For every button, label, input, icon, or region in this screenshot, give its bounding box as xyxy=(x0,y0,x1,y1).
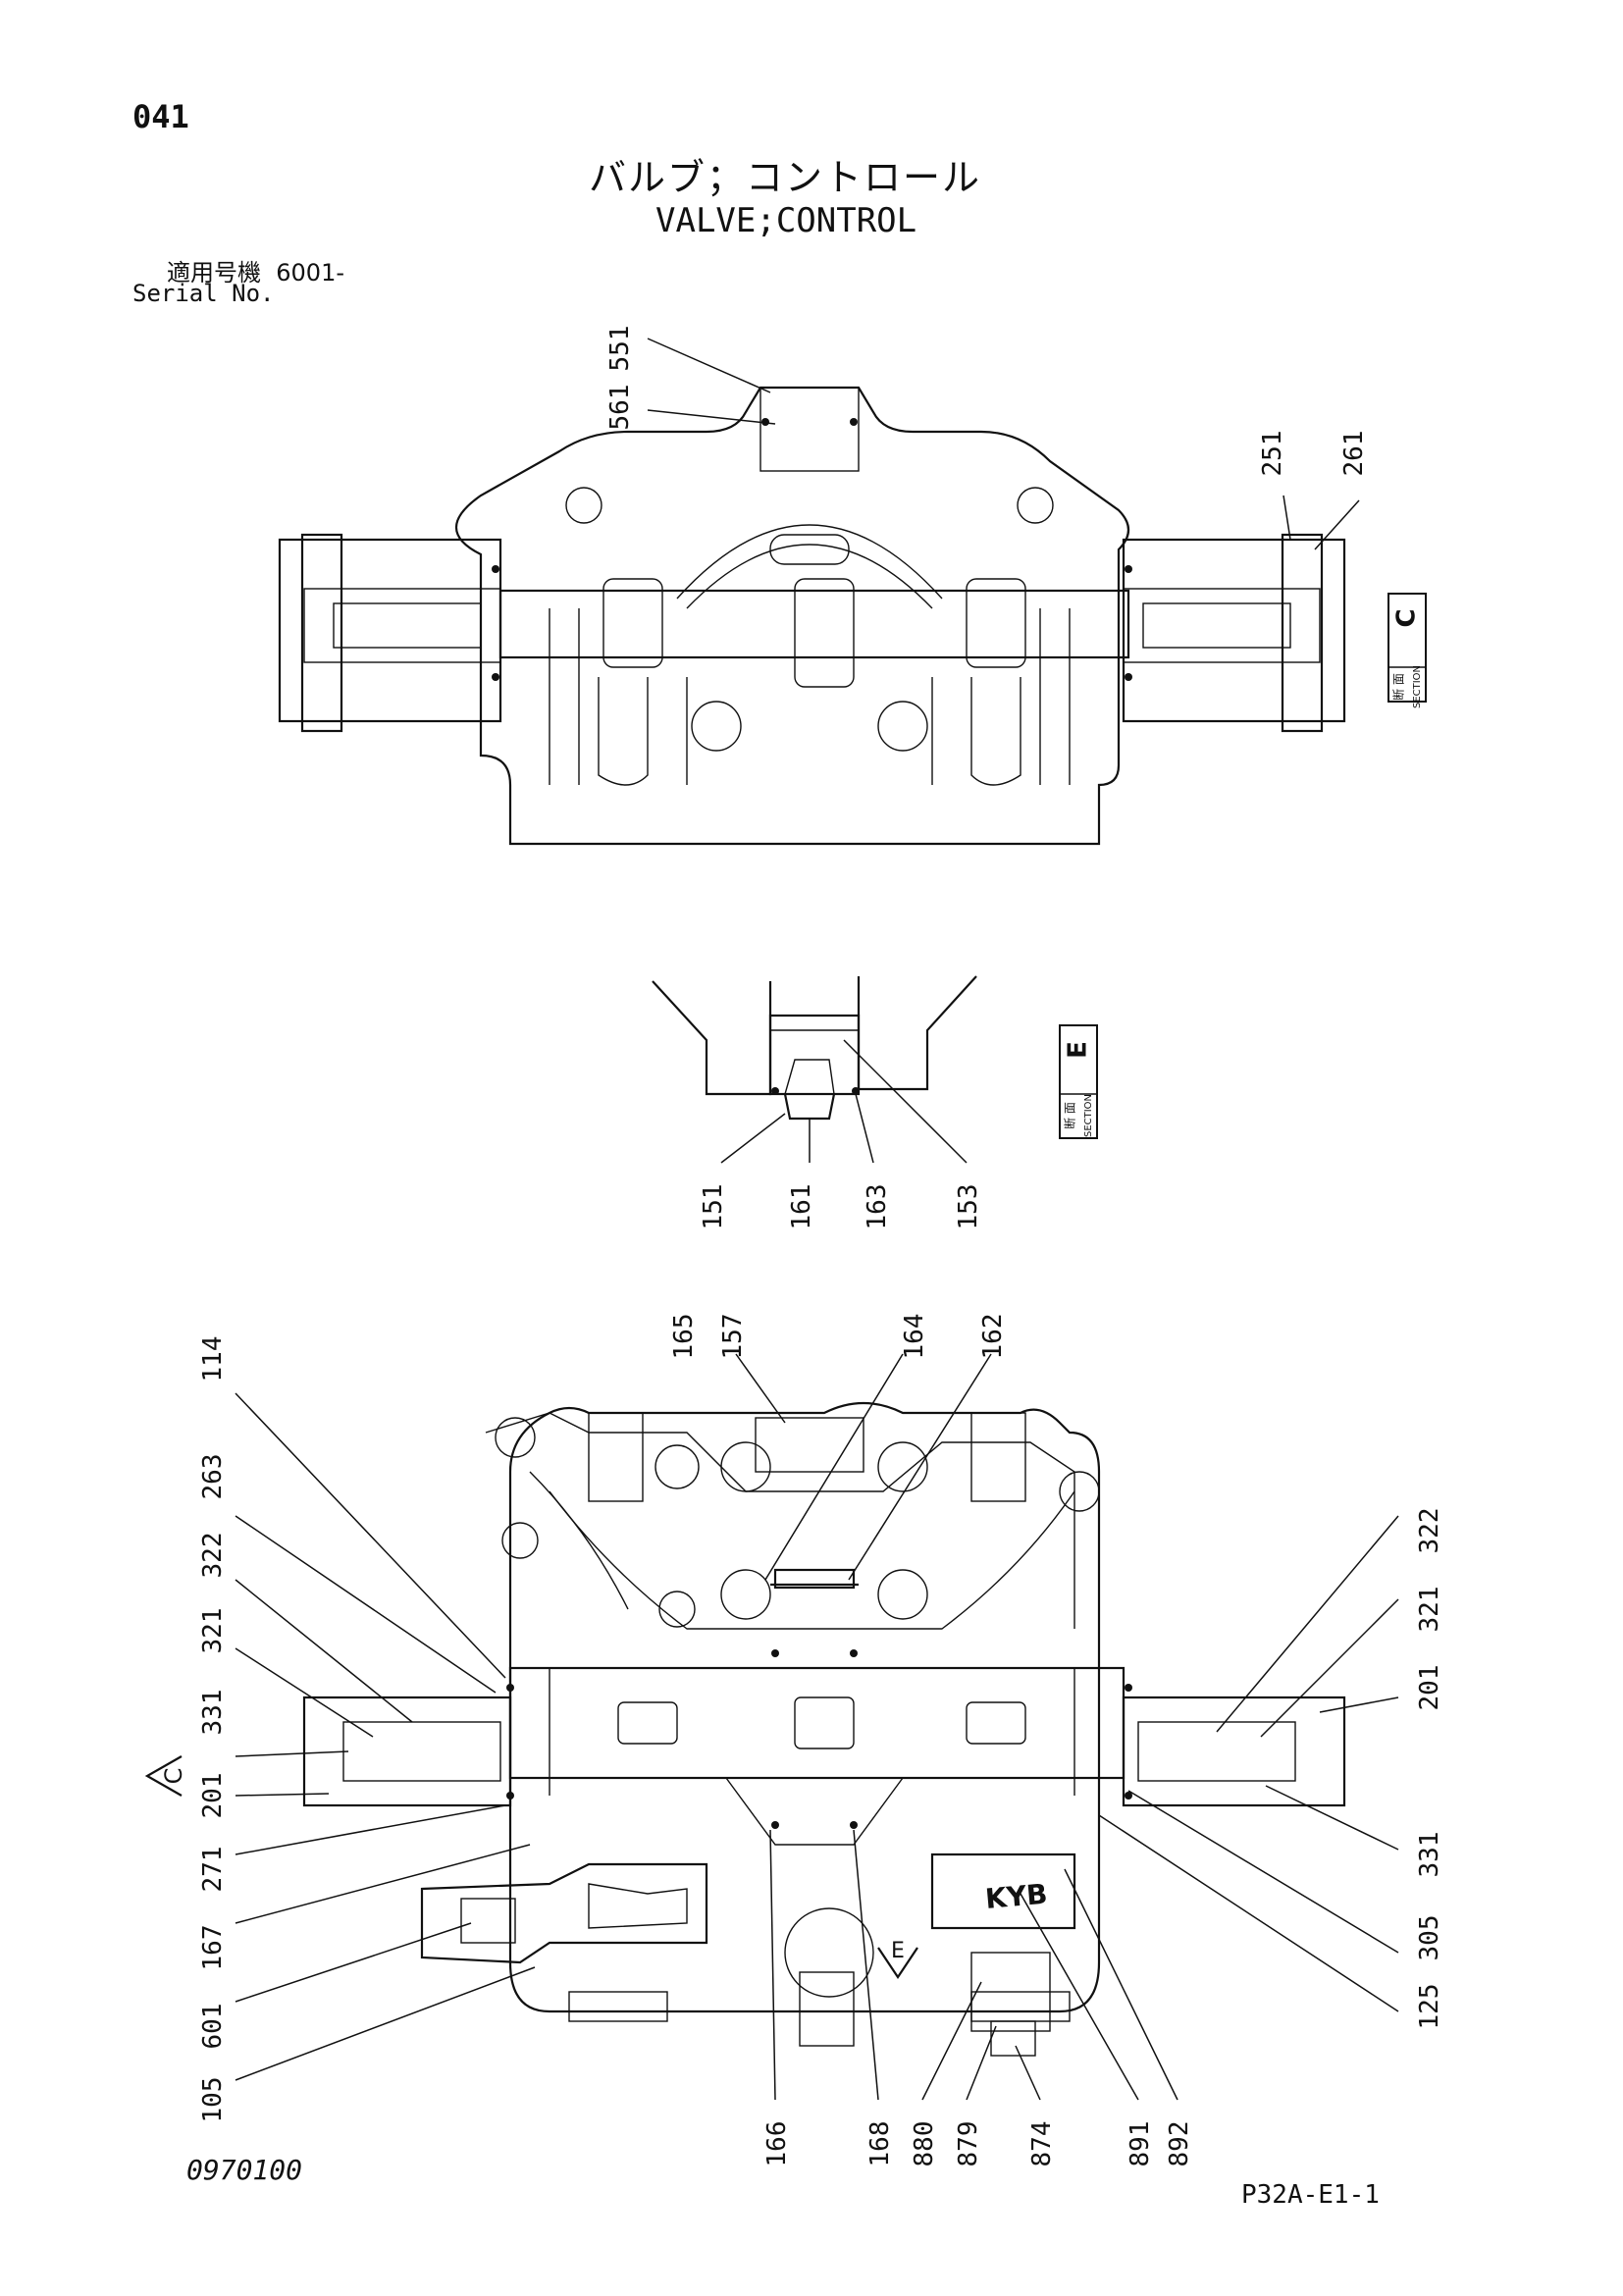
callout-879: 879 xyxy=(954,2121,983,2167)
callout-125: 125 xyxy=(1415,1984,1444,2030)
callout-880: 880 xyxy=(910,2121,939,2167)
title-japanese: バルブ；コントロール xyxy=(589,156,982,199)
callout-322-left: 322 xyxy=(198,1533,228,1579)
callout-305: 305 xyxy=(1415,1915,1444,1961)
serial-label-jp-text: 適用号機 xyxy=(167,259,261,287)
title-english: VALVE;CONTROL xyxy=(655,201,917,240)
callout-601: 601 xyxy=(198,2004,228,2050)
section-c-letter: C xyxy=(1392,608,1422,627)
callout-321-right: 321 xyxy=(1415,1587,1444,1633)
callouts-section-e: 151 161 163 153 xyxy=(699,1039,983,1230)
serial-label-japanese: 適用号機 6001- xyxy=(167,253,344,287)
callout-157: 157 xyxy=(718,1314,748,1360)
view-marker-c: C xyxy=(144,1755,187,1797)
drawing-code-right: P32A-E1-1 xyxy=(1241,2180,1380,2210)
serial-label-english: Serial No. xyxy=(132,280,275,307)
callout-263: 263 xyxy=(198,1454,228,1500)
callout-271: 271 xyxy=(198,1847,228,1893)
page-number: 041 xyxy=(132,98,189,135)
callout-331-right: 331 xyxy=(1415,1832,1444,1878)
callout-321-left: 321 xyxy=(198,1608,228,1654)
callout-165: 165 xyxy=(669,1314,699,1360)
callouts-plan: 114 263 322 321 331 201 271 167 601 105 … xyxy=(198,1314,1444,2167)
section-e-label: E 断 面 SECTION xyxy=(1059,1024,1098,1139)
callout-892: 892 xyxy=(1165,2121,1194,2167)
callout-891: 891 xyxy=(1126,2121,1155,2167)
callout-331-left: 331 xyxy=(198,1690,228,1736)
view-marker-e-letter: E xyxy=(891,1939,905,1963)
callout-161: 161 xyxy=(787,1184,816,1230)
callout-167: 167 xyxy=(198,1925,228,1971)
drawing-code-left: 0970100 xyxy=(186,2154,303,2186)
section-e-en: SECTION xyxy=(1083,1094,1094,1137)
section-e-view xyxy=(652,975,977,1121)
callout-164: 164 xyxy=(900,1314,929,1360)
view-marker-c-letter: C xyxy=(160,1768,187,1785)
callout-561: 561 xyxy=(605,385,635,431)
callout-551: 551 xyxy=(605,326,635,372)
callout-322-right: 322 xyxy=(1415,1508,1444,1554)
callout-201-right: 201 xyxy=(1415,1665,1444,1711)
callouts-section-c: 551 561 251 261 xyxy=(605,326,1369,550)
section-e-letter: E xyxy=(1064,1041,1093,1059)
callout-168: 168 xyxy=(865,2121,895,2167)
section-c-label: C 断 面 SECTION xyxy=(1387,593,1427,708)
section-c-en: SECTION xyxy=(1412,665,1423,708)
callout-105: 105 xyxy=(198,2077,228,2123)
callout-163: 163 xyxy=(863,1184,892,1230)
callout-151: 151 xyxy=(699,1184,728,1230)
callout-874: 874 xyxy=(1027,2121,1057,2167)
section-c-view xyxy=(278,386,1346,846)
callout-201-left: 201 xyxy=(198,1773,228,1819)
view-marker-e: E xyxy=(877,1939,918,1979)
callout-261: 261 xyxy=(1339,431,1369,477)
plan-view: KYB xyxy=(302,1401,1346,2057)
callout-153: 153 xyxy=(954,1184,983,1230)
callout-251: 251 xyxy=(1258,431,1287,477)
callout-162: 162 xyxy=(978,1314,1008,1360)
serial-value: 6001- xyxy=(276,259,345,287)
callout-166: 166 xyxy=(762,2121,792,2167)
section-c-jp: 断 面 xyxy=(1391,673,1406,701)
section-e-jp: 断 面 xyxy=(1063,1102,1077,1129)
nameplate-brand: KYB xyxy=(984,1878,1049,1915)
callout-114: 114 xyxy=(198,1336,228,1383)
